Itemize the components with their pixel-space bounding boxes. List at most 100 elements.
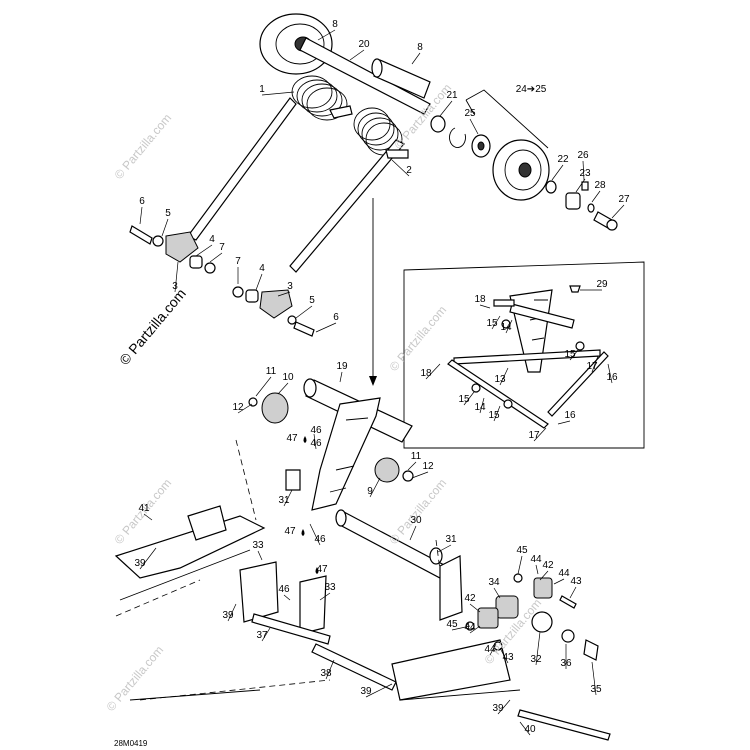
- callout-label: 14: [500, 322, 512, 333]
- callout-bracket-tick: [465, 99, 475, 115]
- callout-label: 21: [446, 90, 458, 101]
- leader-line: [139, 547, 157, 570]
- leader-line: [283, 489, 293, 507]
- block-42-lower: [477, 607, 499, 629]
- inset-spacer-top: [493, 299, 515, 307]
- leader-line: [349, 49, 365, 61]
- callout-label: 4: [209, 234, 215, 245]
- callout-label: 39: [492, 703, 504, 714]
- bushing-right: [245, 289, 259, 303]
- bushing-left: [189, 255, 203, 269]
- callout-label: 45: [516, 545, 528, 556]
- callout-label: 23: [579, 168, 591, 179]
- inset-shaft-upper: [509, 303, 575, 329]
- leader-line: [277, 291, 291, 297]
- bushing-31-right: [429, 547, 443, 565]
- block-34: [495, 595, 519, 619]
- leader-line: [195, 244, 213, 257]
- inset-detail: [403, 261, 645, 449]
- rail-left-bracket: [187, 505, 227, 541]
- nut-11-left: [248, 397, 258, 407]
- leader-line: [479, 304, 491, 309]
- callout-label: 15: [488, 410, 500, 421]
- leader-line: [369, 477, 381, 498]
- washer-right: [287, 315, 297, 325]
- leader-line: [261, 627, 271, 642]
- leader-line: [582, 160, 585, 181]
- callout-label: 15: [486, 318, 498, 329]
- callout-label: 46: [310, 425, 322, 436]
- lubricant-drop-icon: [303, 436, 307, 443]
- leader-line: [551, 164, 564, 181]
- callout-label: 9: [367, 486, 373, 497]
- callout-label: 16: [606, 372, 618, 383]
- leader-line: [174, 261, 179, 293]
- idler-wheel-right-rim: [504, 149, 542, 191]
- callout-label: 12: [422, 461, 434, 472]
- callout-label: 27: [618, 194, 630, 205]
- washer-left: [152, 235, 164, 247]
- arm-mount-right: [232, 286, 315, 337]
- bracket-37-right: [299, 575, 327, 635]
- bracket-right-upper: [439, 555, 463, 621]
- callout-label: 3: [287, 281, 293, 292]
- pivot-block-9: [374, 457, 400, 483]
- leader-line: [535, 631, 541, 666]
- callout-label: 14: [474, 402, 486, 413]
- callout-label: 31: [278, 495, 290, 506]
- callout-label: 7: [219, 242, 225, 253]
- callout-label: 2: [406, 165, 412, 176]
- watermark: © Partzilla.com: [387, 476, 450, 547]
- cross-shaft-38: [311, 643, 397, 691]
- callout-label: 16: [564, 410, 576, 421]
- callout-label: 44: [464, 622, 476, 633]
- leader-line: [469, 118, 479, 135]
- callout-label: 47: [284, 526, 296, 537]
- callout-label: 4: [259, 263, 265, 274]
- callout-label: 10: [282, 372, 294, 383]
- callout-label: 5: [309, 295, 315, 306]
- leader-lines: [139, 29, 625, 736]
- lubricant-drop-icon: [301, 529, 305, 536]
- rail-right-lower: [391, 639, 511, 701]
- leader-line: [255, 273, 263, 291]
- rail-left-edge: [119, 549, 251, 601]
- leader-line: [407, 461, 417, 471]
- leader-line: [319, 592, 331, 601]
- leader-line: [437, 544, 452, 553]
- leader-line: [209, 252, 223, 263]
- rod-40: [517, 709, 611, 741]
- idler-wheel-right-hub: [518, 162, 532, 178]
- callout-label: 18: [474, 294, 486, 305]
- callout-label: 46: [314, 534, 326, 545]
- leader-line: [611, 204, 625, 219]
- callout-label: 41: [138, 503, 150, 514]
- lower-shaft-30: [337, 511, 447, 579]
- callout-label: 31: [445, 534, 457, 545]
- leader-line: [451, 625, 471, 631]
- leader-line: [535, 564, 539, 575]
- leader-line: [313, 433, 317, 450]
- callout-label: 46: [310, 438, 322, 449]
- rail-right-edge: [129, 689, 521, 701]
- callout-label: 39: [360, 686, 372, 697]
- snap-ring: [449, 127, 466, 148]
- watermark-main: © Partzilla.com: [116, 285, 189, 368]
- callout-label: 11: [266, 366, 277, 377]
- callout-label: 39: [222, 610, 234, 621]
- callout-label: 43: [570, 576, 582, 587]
- lubricant-drops: [301, 436, 319, 574]
- leader-line: [533, 427, 547, 442]
- leader-line: [569, 586, 577, 599]
- callout-label: 42: [542, 560, 554, 571]
- pivot-block-10: [261, 392, 289, 424]
- leader-line: [139, 206, 143, 225]
- leader-line: [411, 471, 429, 479]
- callout-label: 3: [172, 281, 178, 292]
- leader-line: [425, 363, 441, 380]
- inset-frame: [403, 261, 645, 449]
- callout-label: 5: [165, 208, 171, 219]
- top-idler-assembly: [187, 13, 618, 273]
- leader-line: [277, 382, 289, 395]
